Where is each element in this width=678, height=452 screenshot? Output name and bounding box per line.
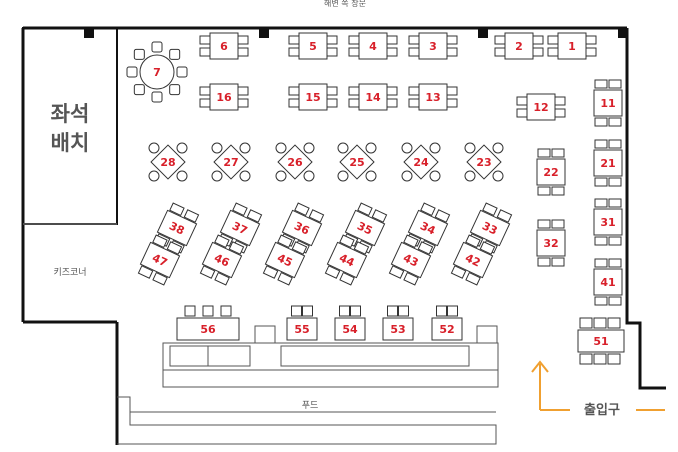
table-23[interactable]: 23 [464,142,504,182]
table-31[interactable]: 31 [593,198,623,246]
table-number: 4 [369,40,377,53]
table-number: 7 [153,66,161,79]
window-label: 해변 쪽 창문 [324,0,366,8]
table-number: 26 [287,156,303,169]
table-number: 44 [337,251,357,269]
table-number: 36 [292,219,312,237]
wall-pillars [84,28,628,38]
table-3[interactable]: 3 [408,32,458,60]
table-number: 35 [355,219,374,237]
table-number: 37 [230,219,249,237]
table-26[interactable]: 26 [275,142,315,182]
table-number: 11 [600,97,615,110]
table-number: 2 [515,40,523,53]
table-42[interactable]: 42 [450,234,497,286]
table-number: 56 [200,323,216,336]
table-13[interactable]: 13 [408,83,458,111]
table-28[interactable]: 28 [148,142,188,182]
table-number: 38 [167,219,186,237]
table-45[interactable]: 45 [262,234,309,286]
table-number: 23 [476,156,491,169]
table-44[interactable]: 44 [324,234,371,286]
table-number: 12 [533,101,548,114]
table-number: 3 [429,40,437,53]
table-25[interactable]: 25 [337,142,377,182]
sidebar-title-line2: 배치 [51,131,90,155]
food-counter [117,325,499,445]
table-number: 55 [294,323,309,336]
entrance-marker [531,360,665,411]
kids-corner-label: 키즈코너 [53,267,86,278]
table-number: 45 [275,251,294,269]
table-number: 27 [223,156,238,169]
table-5[interactable]: 5 [288,32,338,60]
table-54[interactable]: 54 [334,305,366,341]
table-number: 32 [543,237,558,250]
table-number: 34 [418,219,438,237]
table-number: 16 [216,91,232,104]
sidebar-title-line1: 좌석 [51,102,90,126]
table-32[interactable]: 32 [536,219,566,267]
table-56[interactable]: 56 [176,305,240,341]
table-34[interactable]: 34 [405,202,452,254]
table-number: 22 [543,166,558,179]
table-21[interactable]: 21 [593,139,623,187]
table-2[interactable]: 2 [494,32,544,60]
table-number: 6 [220,40,228,53]
table-number: 52 [439,323,454,336]
table-12[interactable]: 12 [516,93,566,121]
table-22[interactable]: 22 [536,148,566,196]
table-1[interactable]: 1 [547,32,597,60]
table-27[interactable]: 27 [211,142,251,182]
table-7[interactable]: 7 [126,41,188,103]
table-number: 47 [150,251,169,269]
table-11[interactable]: 11 [593,79,623,127]
table-number: 51 [593,335,608,348]
table-number: 54 [342,323,358,336]
table-number: 1 [568,40,576,53]
table-number: 31 [600,216,615,229]
table-number: 5 [309,40,317,53]
table-51[interactable]: 51 [577,317,625,365]
table-number: 43 [401,251,420,269]
table-16[interactable]: 16 [199,83,249,111]
table-6[interactable]: 6 [199,32,249,60]
table-55[interactable]: 55 [286,305,318,341]
sidebar-box [22,27,118,225]
table-4[interactable]: 4 [348,32,398,60]
table-number: 28 [160,156,175,169]
table-46[interactable]: 46 [199,234,246,286]
table-41[interactable]: 41 [593,258,623,306]
table-number: 15 [305,91,320,104]
table-number: 42 [463,251,482,269]
table-15[interactable]: 15 [288,83,338,111]
table-53[interactable]: 53 [382,305,414,341]
table-number: 21 [600,157,615,170]
table-14[interactable]: 14 [348,83,398,111]
table-number: 13 [425,91,440,104]
table-number: 33 [480,219,499,237]
table-number: 41 [600,276,615,289]
table-number: 14 [365,91,381,104]
table-number: 53 [390,323,405,336]
table-47[interactable]: 47 [137,234,184,286]
table-43[interactable]: 43 [388,234,435,286]
food-label: 푸드 [302,400,319,411]
entrance-label: 출입구 [584,402,620,418]
table-number: 25 [349,156,364,169]
table-52[interactable]: 52 [431,305,463,341]
table-number: 46 [212,251,232,269]
table-number: 24 [413,156,429,169]
table-24[interactable]: 24 [401,142,441,182]
